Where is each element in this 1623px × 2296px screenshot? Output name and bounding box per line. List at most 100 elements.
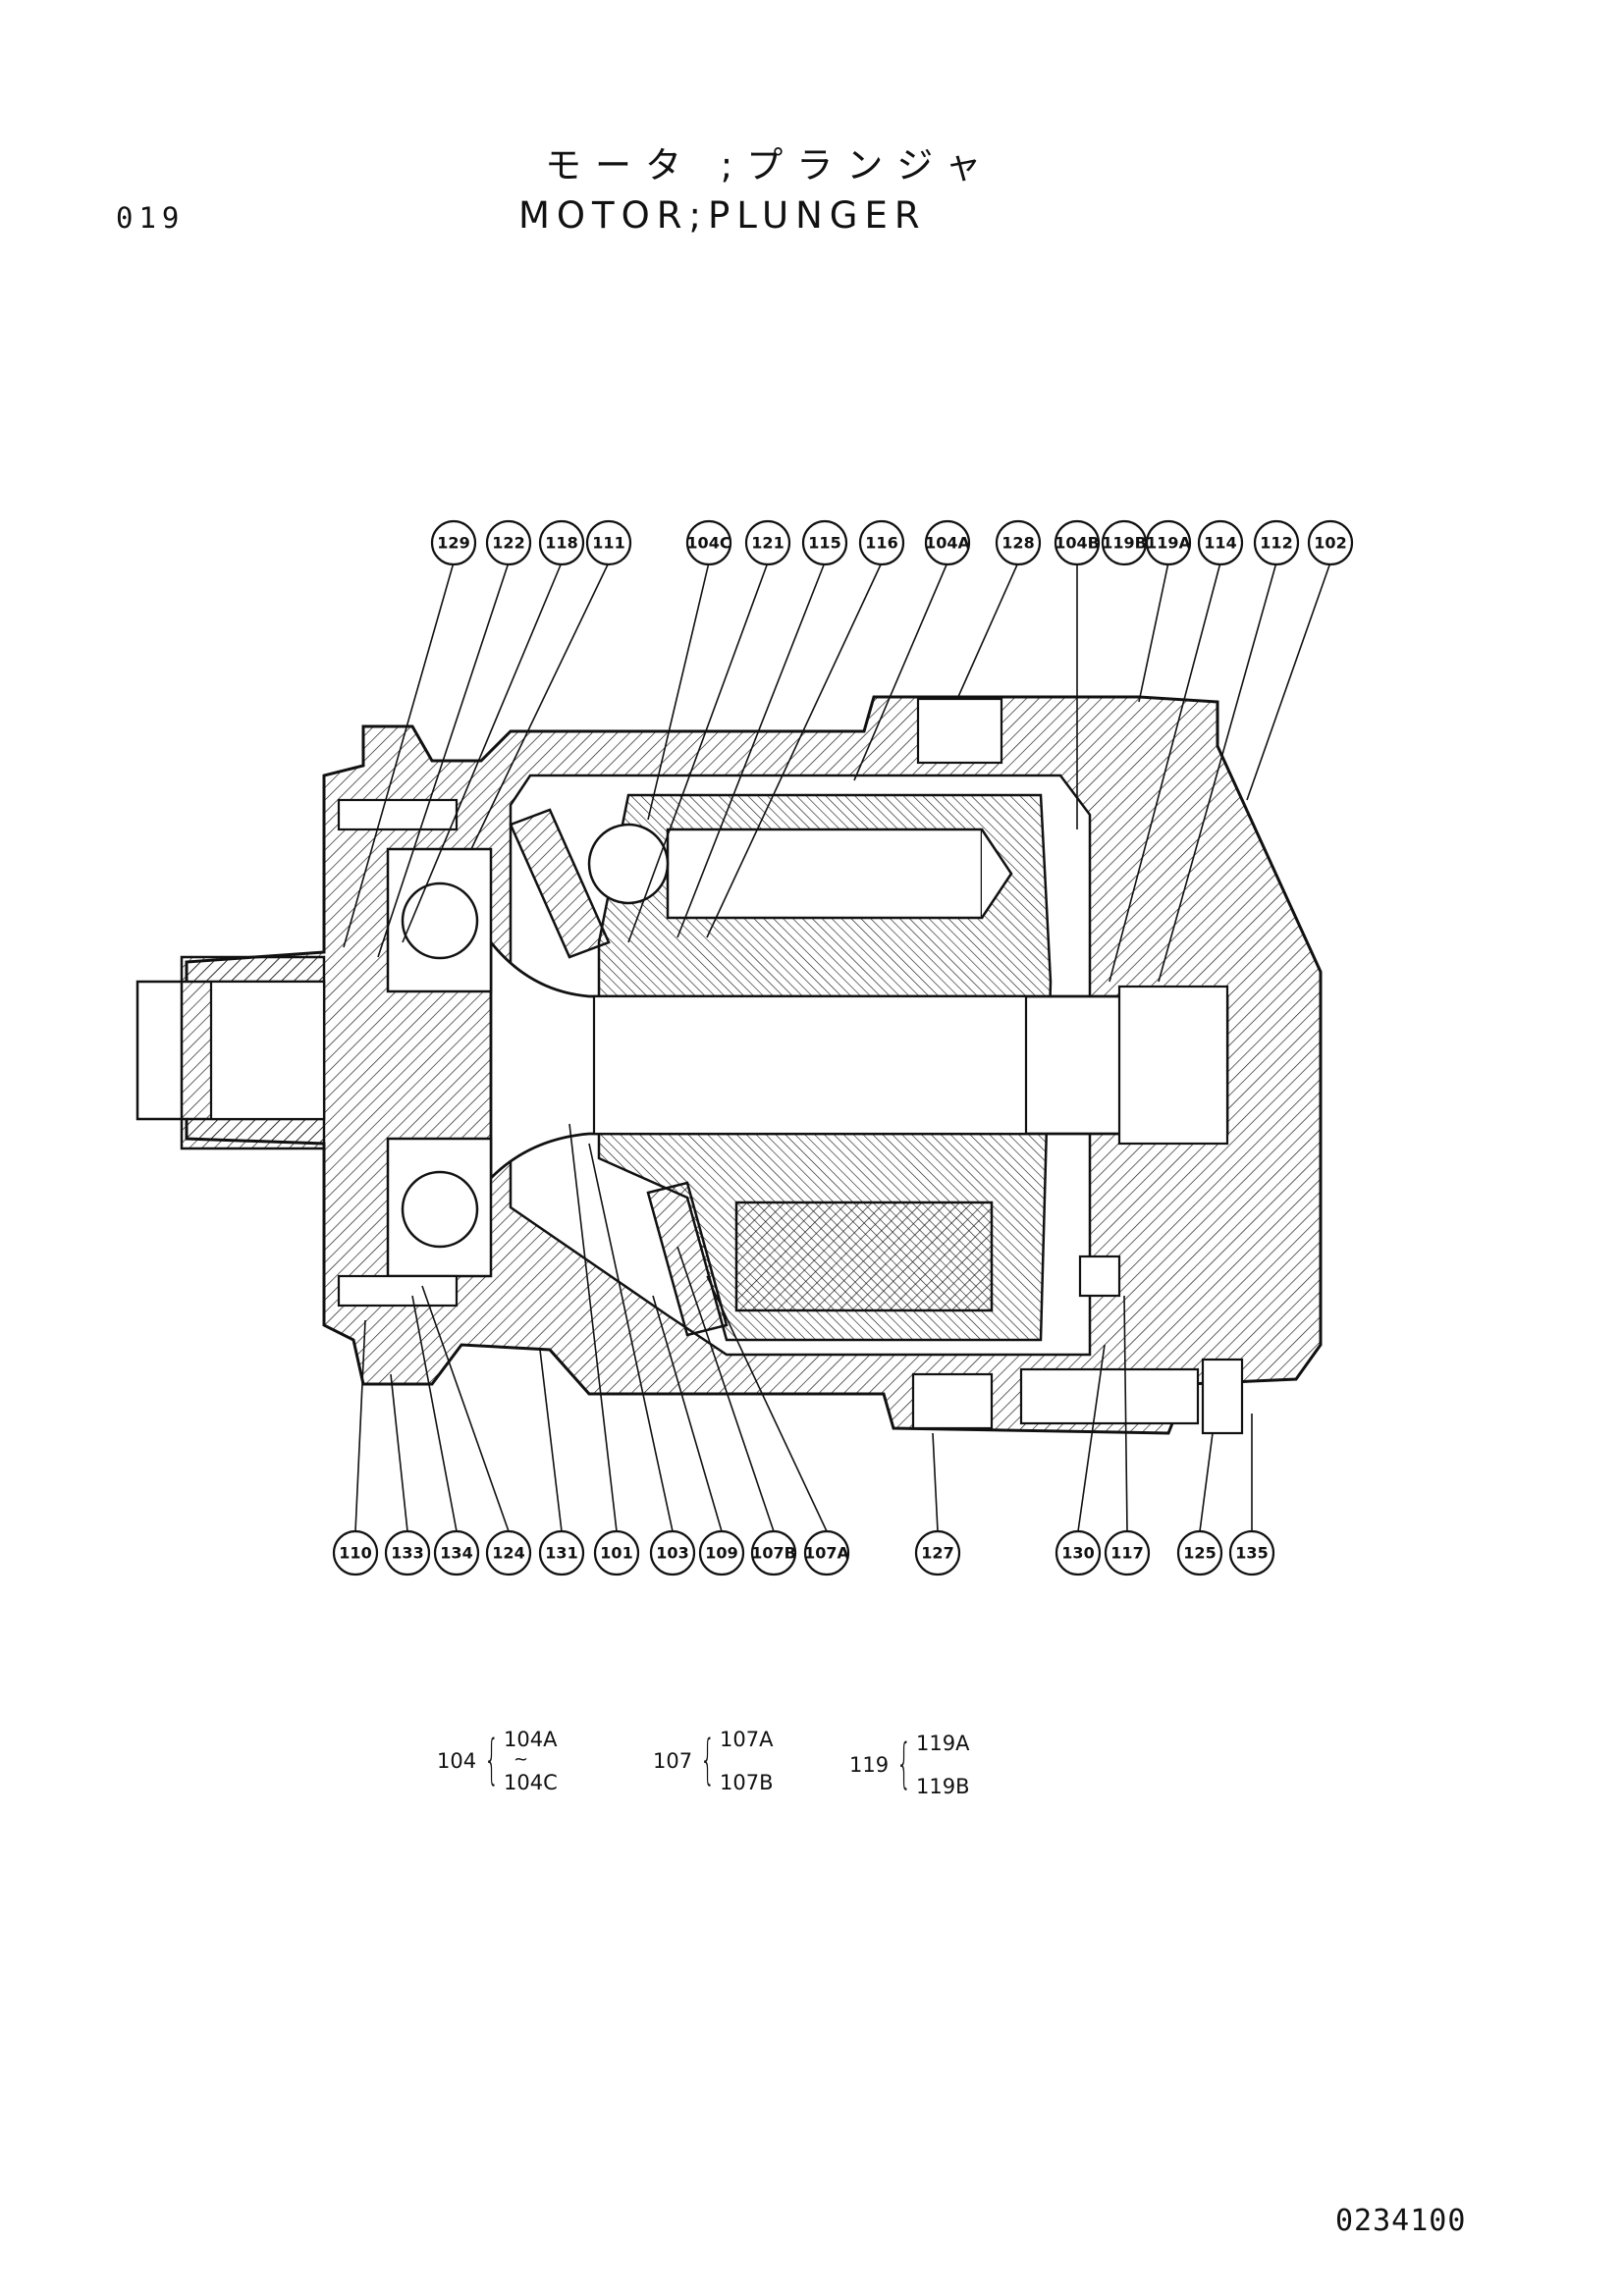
callout-label: 130: [1061, 1544, 1094, 1563]
callout-label: 122: [492, 534, 524, 553]
callout-label: 119B: [1102, 534, 1147, 553]
page-number: 019: [116, 201, 186, 235]
callout-118: 118: [538, 519, 585, 566]
leader-lines-bottom: [354, 1123, 1253, 1532]
callout-116: 116: [858, 519, 905, 566]
callout-117: 117: [1104, 1529, 1151, 1576]
callout-circle: [924, 519, 971, 566]
title-japanese: モータ ;プランジャ: [545, 144, 996, 187]
group-child: 119B: [916, 1775, 970, 1798]
callout-label: 104A: [925, 534, 970, 553]
swash-plate-lower: [646, 1181, 729, 1337]
callout-label: 103: [656, 1544, 688, 1563]
brace-icon: {: [484, 1729, 500, 1790]
callout-circle: [649, 1529, 696, 1576]
callout-circle: [1145, 519, 1192, 566]
callout-114: 114: [1197, 519, 1244, 566]
callout-label: 112: [1260, 534, 1292, 553]
callout-circle: [1253, 519, 1300, 566]
callout-label: 104C: [686, 534, 730, 553]
group-parent: 119: [849, 1753, 890, 1777]
callout-circle: [801, 519, 848, 566]
callout-circle: [744, 519, 791, 566]
callout-102: 102: [1307, 519, 1354, 566]
callout-circle: [433, 1529, 480, 1576]
callout-circle: [1176, 1529, 1223, 1576]
leader-lines-top: [343, 561, 1331, 983]
callout-135: 135: [1228, 1529, 1275, 1576]
callout-circle: [995, 519, 1042, 566]
callout-101: 101: [593, 1529, 640, 1576]
callout-label: 135: [1235, 1544, 1268, 1563]
callout-131: 131: [538, 1529, 585, 1576]
lower-plunger: [734, 1201, 994, 1312]
group-child: 119A: [916, 1732, 970, 1755]
callout-109: 109: [698, 1529, 745, 1576]
callout-label: 129: [437, 534, 469, 553]
callout-label: 116: [865, 534, 897, 553]
callout-122: 122: [485, 519, 532, 566]
callout-circle: [858, 519, 905, 566]
callout-circle: [1055, 1529, 1102, 1576]
callout-110: 110: [332, 1529, 379, 1576]
document-number: 0234100: [1335, 2204, 1467, 2238]
callout-104a: 104A: [924, 519, 971, 566]
callout-circle: [332, 1529, 379, 1576]
callout-label: 128: [1001, 534, 1034, 553]
callout-104c: 104C: [685, 519, 732, 566]
callout-circle: [1228, 1529, 1275, 1576]
callout-circle: [914, 1529, 961, 1576]
group-parent: 104: [437, 1749, 477, 1773]
callout-circle: [538, 1529, 585, 1576]
range-mark: ~: [514, 1749, 529, 1770]
callout-label: 114: [1204, 534, 1236, 553]
callout-124: 124: [485, 1529, 532, 1576]
swash-plate: [509, 808, 611, 959]
callout-label: 102: [1314, 534, 1346, 553]
callout-label: 121: [751, 534, 784, 553]
callout-circle: [593, 1529, 640, 1576]
group-child: 104A: [504, 1728, 558, 1751]
callout-121: 121: [744, 519, 791, 566]
callout-115: 115: [801, 519, 848, 566]
callout-label: 115: [808, 534, 840, 553]
callout-circle: [1104, 1529, 1151, 1576]
callout-119a: 119A: [1145, 519, 1192, 566]
callout-133: 133: [384, 1529, 431, 1576]
group-child: 107A: [720, 1728, 774, 1751]
callout-label: 104B: [1055, 534, 1100, 553]
callout-label: 125: [1183, 1544, 1216, 1563]
callout-label: 117: [1110, 1544, 1143, 1563]
callout-label: 111: [592, 534, 624, 553]
callout-circle: [685, 519, 732, 566]
callout-label: 107A: [804, 1544, 849, 1563]
group-parent: 107: [653, 1749, 693, 1773]
callout-circle: [1054, 519, 1101, 566]
upper-plunger: [587, 823, 1013, 920]
callout-circle: [750, 1529, 797, 1576]
output-shaft: [135, 938, 1229, 1182]
callout-label: 124: [492, 1544, 524, 1563]
callout-134: 134: [433, 1529, 480, 1576]
callout-label: 107B: [751, 1544, 796, 1563]
callout-label: 109: [705, 1544, 737, 1563]
group-child: 107B: [720, 1771, 774, 1794]
callout-circle: [585, 519, 632, 566]
bolts-and-plugs: [337, 697, 1244, 1435]
callout-circle: [1197, 519, 1244, 566]
callout-103: 103: [649, 1529, 696, 1576]
callout-label: 118: [545, 534, 577, 553]
callout-119b: 119B: [1101, 519, 1148, 566]
callout-circle: [384, 1529, 431, 1576]
callout-104b: 104B: [1054, 519, 1101, 566]
callout-label: 110: [339, 1544, 371, 1563]
group-child: 104C: [504, 1771, 558, 1794]
title-english: MOTOR;PLUNGER: [518, 194, 927, 237]
brace-icon: {: [700, 1729, 716, 1790]
callout-label: 134: [440, 1544, 472, 1563]
callout-107a: 107A: [803, 1529, 850, 1576]
callout-circle: [698, 1529, 745, 1576]
